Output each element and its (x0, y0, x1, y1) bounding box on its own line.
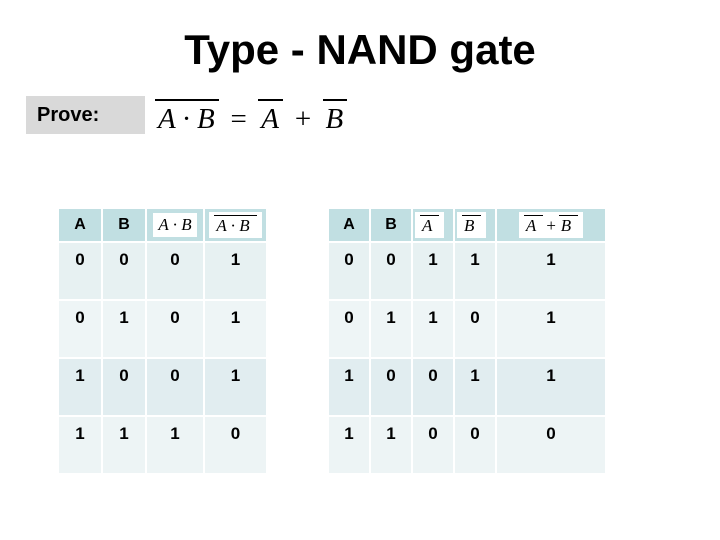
overline-term: B (558, 215, 579, 236)
truth-value-cell: 1 (205, 243, 266, 299)
truth-value-cell: 1 (371, 301, 411, 357)
truth-value-cell: 1 (455, 243, 495, 299)
truth-value-cell: 1 (497, 243, 605, 299)
math-header-box: B (457, 212, 487, 238)
truth-value-cell: 0 (371, 243, 411, 299)
truth-value-cell: 0 (147, 243, 203, 299)
truth-value-cell: 0 (455, 417, 495, 473)
truth-value-cell: 0 (147, 359, 203, 415)
truth-value-cell: 1 (329, 359, 369, 415)
overline-term: B (462, 215, 482, 236)
truth-value-cell: 1 (147, 417, 203, 473)
overline-term: A (420, 215, 440, 236)
truth-value-cell: 0 (413, 417, 453, 473)
math-header-box: A (415, 212, 445, 238)
truth-value-cell: 1 (205, 359, 266, 415)
truth-value-cell: 0 (59, 243, 101, 299)
truth-value-cell: 0 (329, 301, 369, 357)
truth-value-cell: 0 (103, 359, 145, 415)
truth-value-cell: 1 (371, 417, 411, 473)
truth-value-cell: 1 (497, 359, 605, 415)
column-header: B (103, 209, 145, 241)
truth-value-cell: 0 (59, 301, 101, 357)
truth-value-cell: 1 (497, 301, 605, 357)
column-header: A+B (497, 209, 605, 241)
column-header: A (413, 209, 453, 241)
prove-label: Prove: (26, 96, 145, 134)
column-header: B (371, 209, 411, 241)
truth-value-cell: 0 (329, 243, 369, 299)
truth-value-cell: 1 (103, 417, 145, 473)
truth-value-cell: 1 (329, 417, 369, 473)
column-header: B (455, 209, 495, 241)
truth-value-cell: 1 (413, 243, 453, 299)
math-term: + (292, 102, 313, 135)
math-term: A · B (158, 215, 192, 235)
math-term: = (228, 102, 249, 135)
column-header: A (329, 209, 369, 241)
overline-term: A (258, 98, 283, 136)
truth-value-cell: 0 (147, 301, 203, 357)
truth-value-cell: 1 (59, 417, 101, 473)
truth-value-cell: 0 (497, 417, 605, 473)
overline-term: A · B (214, 215, 257, 236)
column-header: A (59, 209, 101, 241)
truth-value-cell: 1 (413, 301, 453, 357)
demorgan-formula: A · B = A + B (150, 92, 352, 136)
truth-value-cell: 0 (205, 417, 266, 473)
math-term: + (545, 216, 557, 236)
overline-term: A (523, 215, 544, 236)
truth-value-cell: 1 (205, 301, 266, 357)
column-header: A · B (205, 209, 266, 241)
math-header-box: A+B (518, 212, 584, 238)
overline-term: B (322, 98, 348, 136)
column-header: A · B (147, 209, 203, 241)
overline-term: A · B (155, 98, 219, 136)
truth-value-cell: 0 (455, 301, 495, 357)
math-header-box: A · B (209, 212, 262, 238)
math-header-box: A · B (153, 213, 197, 237)
truth-value-cell: 0 (371, 359, 411, 415)
truth-value-cell: 1 (59, 359, 101, 415)
slide-title: Type - NAND gate (184, 26, 536, 73)
truth-value-cell: 1 (455, 359, 495, 415)
truth-value-cell: 0 (413, 359, 453, 415)
truth-value-cell: 1 (103, 301, 145, 357)
truth-value-cell: 0 (103, 243, 145, 299)
